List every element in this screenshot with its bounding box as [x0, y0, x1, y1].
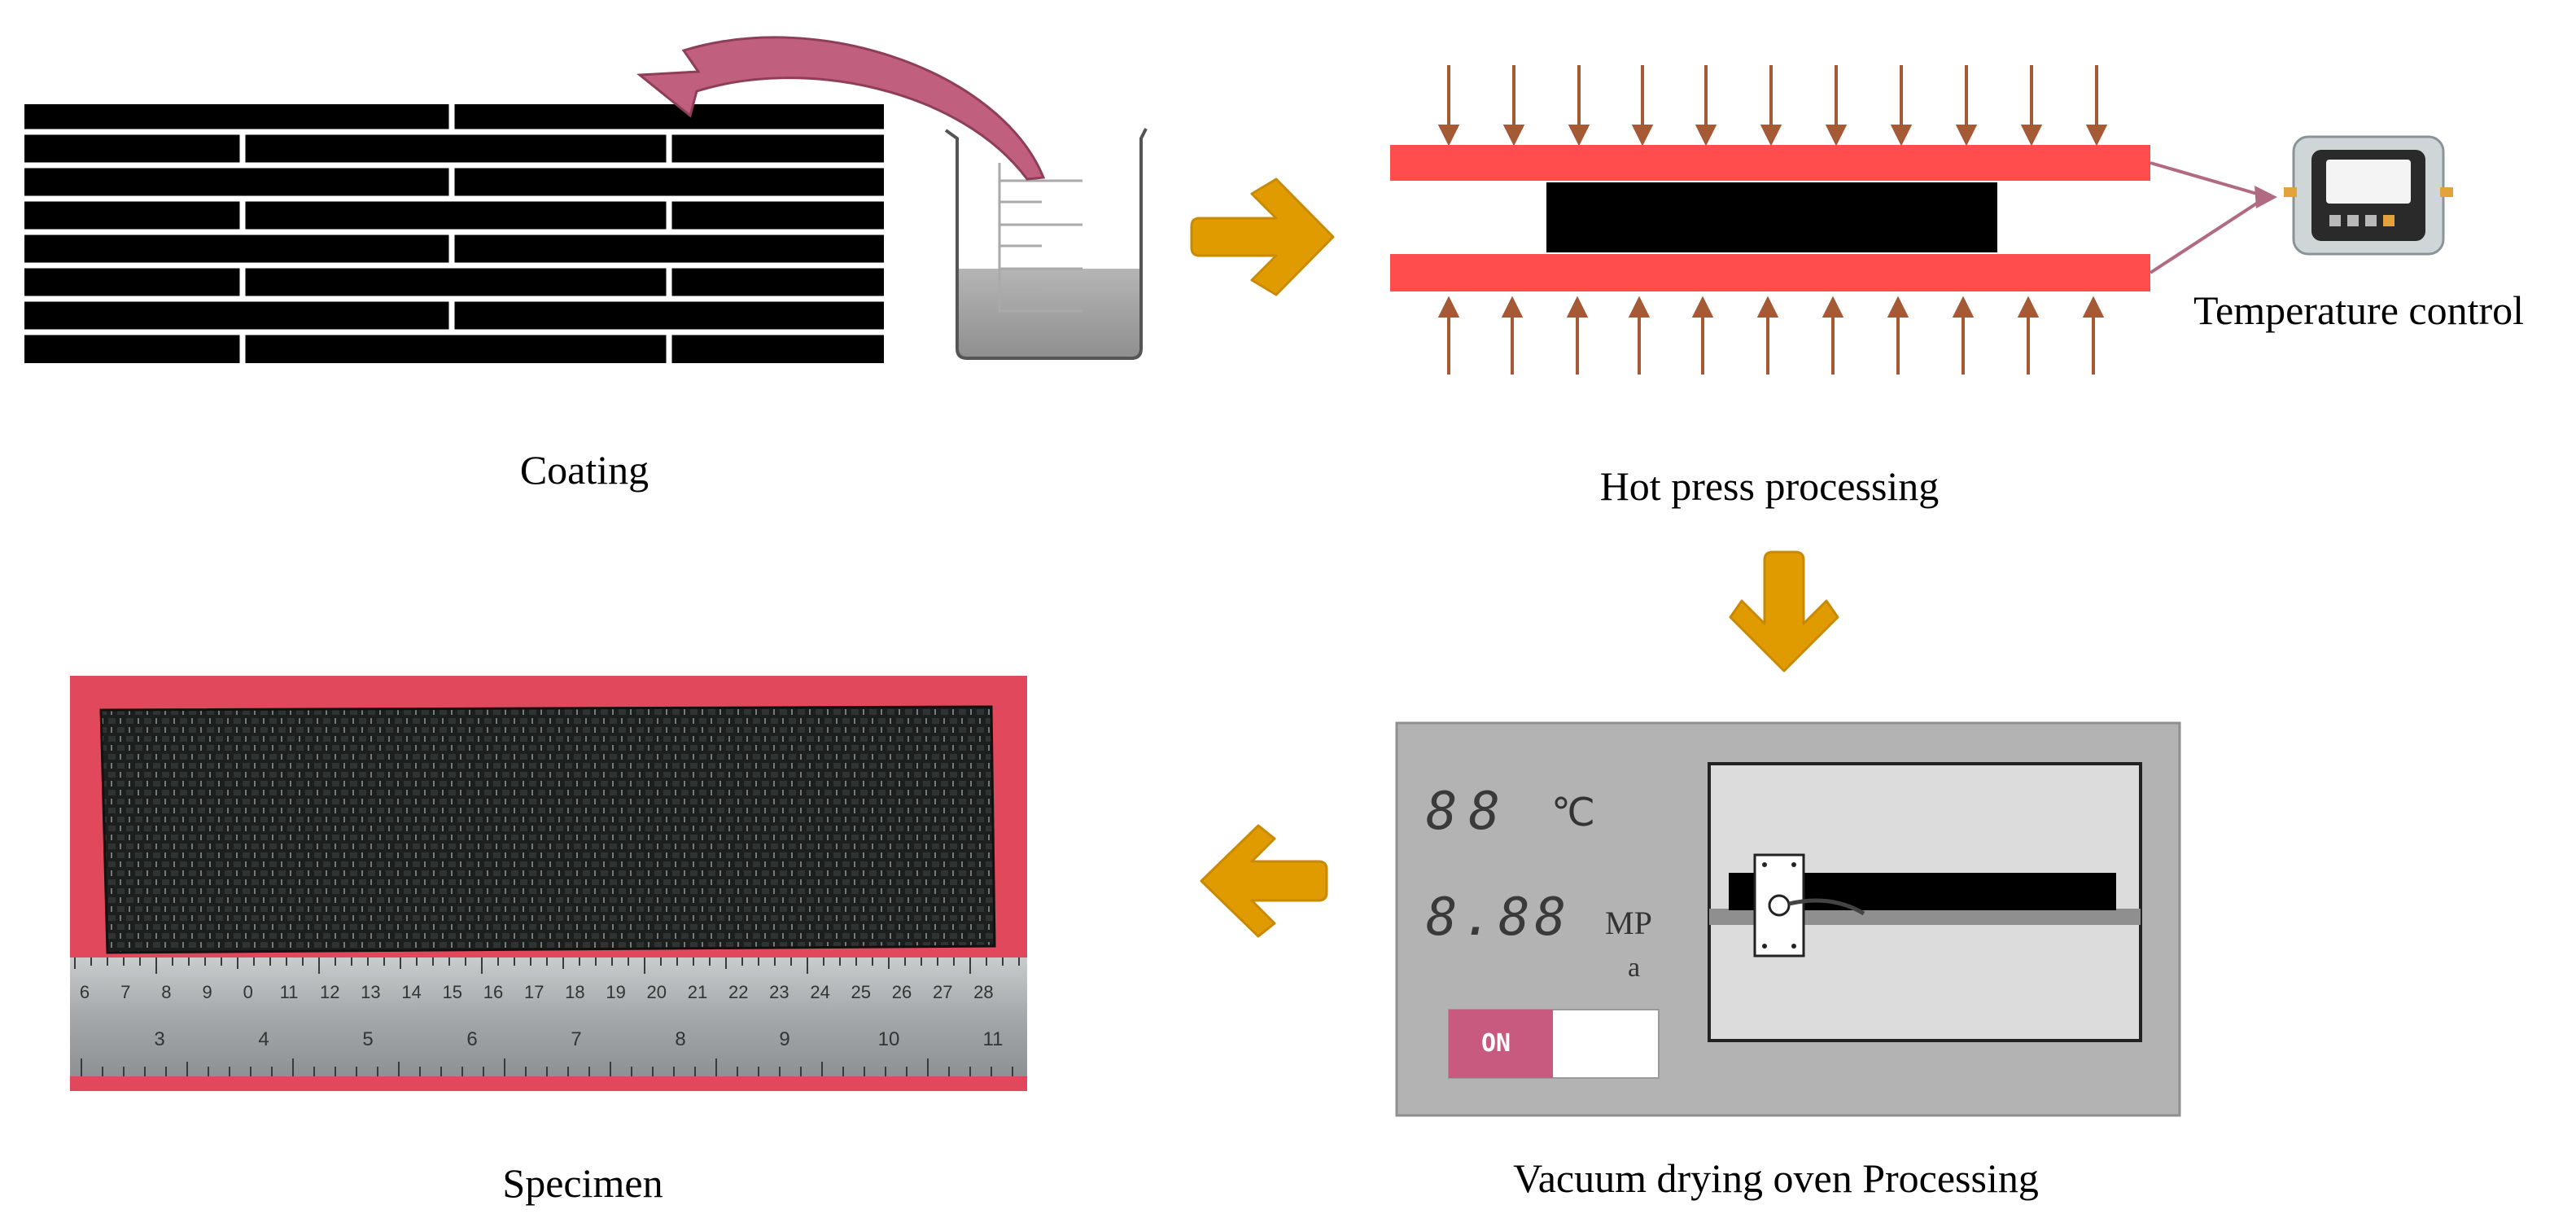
power-switch[interactable]	[1448, 1009, 1660, 1079]
ruler-bottom-numbers: 3 4 5 6 7 8 9 10 11	[154, 1028, 1003, 1050]
right-arrow-icon	[1190, 177, 1335, 296]
ruler	[70, 957, 1027, 1076]
down-arrow-icon	[1729, 550, 1839, 673]
specimen-photo: 6 7 8 9 0 11 12 13 14 15 16 17 18 19 20 21 22 23 24 25 26 27 2…	[70, 676, 1027, 1091]
hot-press-label: Hot press processing	[1599, 463, 1940, 509]
ruler-top-number: 6	[80, 982, 90, 1002]
ruler-top-number: 23	[769, 982, 789, 1002]
coating-label: Coating	[519, 447, 649, 493]
ruler-bottom-number: 10	[878, 1028, 900, 1050]
ruler-bottom-number: 8	[675, 1028, 685, 1050]
press-arrows-bottom	[1437, 296, 2105, 375]
temperature-control-label: Temperature control	[2193, 287, 2525, 333]
ruler-top-number: 18	[565, 982, 584, 1002]
oven-pressure-unit-suffix: a	[1628, 953, 1641, 983]
hot-press	[1390, 65, 2277, 375]
ruler-top-number: 13	[361, 982, 380, 1002]
oven-temp-unit: ℃	[1551, 790, 1595, 835]
ruler-top-number: 28	[973, 982, 993, 1002]
coating-layers	[24, 104, 884, 363]
ruler-top-number: 16	[483, 982, 503, 1002]
ruler-top-number: 22	[728, 982, 748, 1002]
ruler-top-number: 20	[647, 982, 667, 1002]
ruler-top-number: 27	[933, 982, 952, 1002]
specimen-label: Specimen	[502, 1160, 663, 1206]
beaker-icon	[944, 128, 1148, 360]
ruler-bottom-number: 3	[154, 1028, 164, 1050]
oven-pressure-digits: 8.88	[1426, 887, 1572, 948]
press-sample	[1546, 182, 1997, 252]
ruler-top-number: 21	[688, 982, 707, 1002]
vacuum-oven	[1395, 721, 2181, 1117]
ruler-ticks	[74, 957, 1020, 1076]
curved-arrow-icon	[636, 36, 1046, 181]
ruler-top-number: 7	[120, 982, 130, 1002]
ruler-top-number: 14	[401, 982, 421, 1002]
vacuum-oven-label: Vacuum drying oven Processing	[1513, 1155, 2039, 1201]
ruler-top-number: 26	[892, 982, 912, 1002]
press-arrows-top	[1437, 65, 2108, 147]
ruler-top-number: 24	[810, 982, 829, 1002]
ruler-bottom-number: 5	[362, 1028, 373, 1050]
ruler-bottom-number: 6	[466, 1028, 477, 1050]
ruler-bottom-number: 7	[571, 1028, 581, 1050]
ruler-bottom-number: 9	[779, 1028, 789, 1050]
press-plate-bottom	[1390, 254, 2150, 291]
ruler-top-numbers: 6 7 8 9 0 11 12 13 14 15 16 17 18 19 20 21 22 23 24 25 26 27 2…	[80, 982, 994, 1002]
oven-temp-digits: 88	[1426, 782, 1512, 842]
power-switch-label[interactable]: ON	[1481, 1029, 1511, 1058]
left-arrow-icon	[1200, 824, 1328, 938]
thermostat-icon	[2284, 135, 2453, 256]
ruler-top-number: 25	[851, 982, 871, 1002]
oven-shelf	[1709, 909, 2141, 925]
ruler-top-number: 11	[280, 982, 299, 1002]
ruler-bottom-number: 4	[258, 1028, 269, 1050]
ruler-top-number: 17	[524, 982, 544, 1002]
ruler-top-number: 12	[320, 982, 339, 1002]
ruler-bottom-number: 11	[983, 1028, 1004, 1050]
press-plate-top	[1390, 145, 2150, 181]
ruler-top-number: 15	[443, 982, 462, 1002]
ruler-top-number: 9	[202, 982, 212, 1002]
thermostat-connector	[2149, 161, 2264, 274]
ruler-top-number: 0	[243, 982, 253, 1002]
ruler-top-number: 8	[161, 982, 171, 1002]
ruler-top-number: 19	[606, 982, 625, 1002]
oven-pressure-unit: MP	[1605, 905, 1652, 941]
oven-probe	[1753, 853, 1865, 957]
